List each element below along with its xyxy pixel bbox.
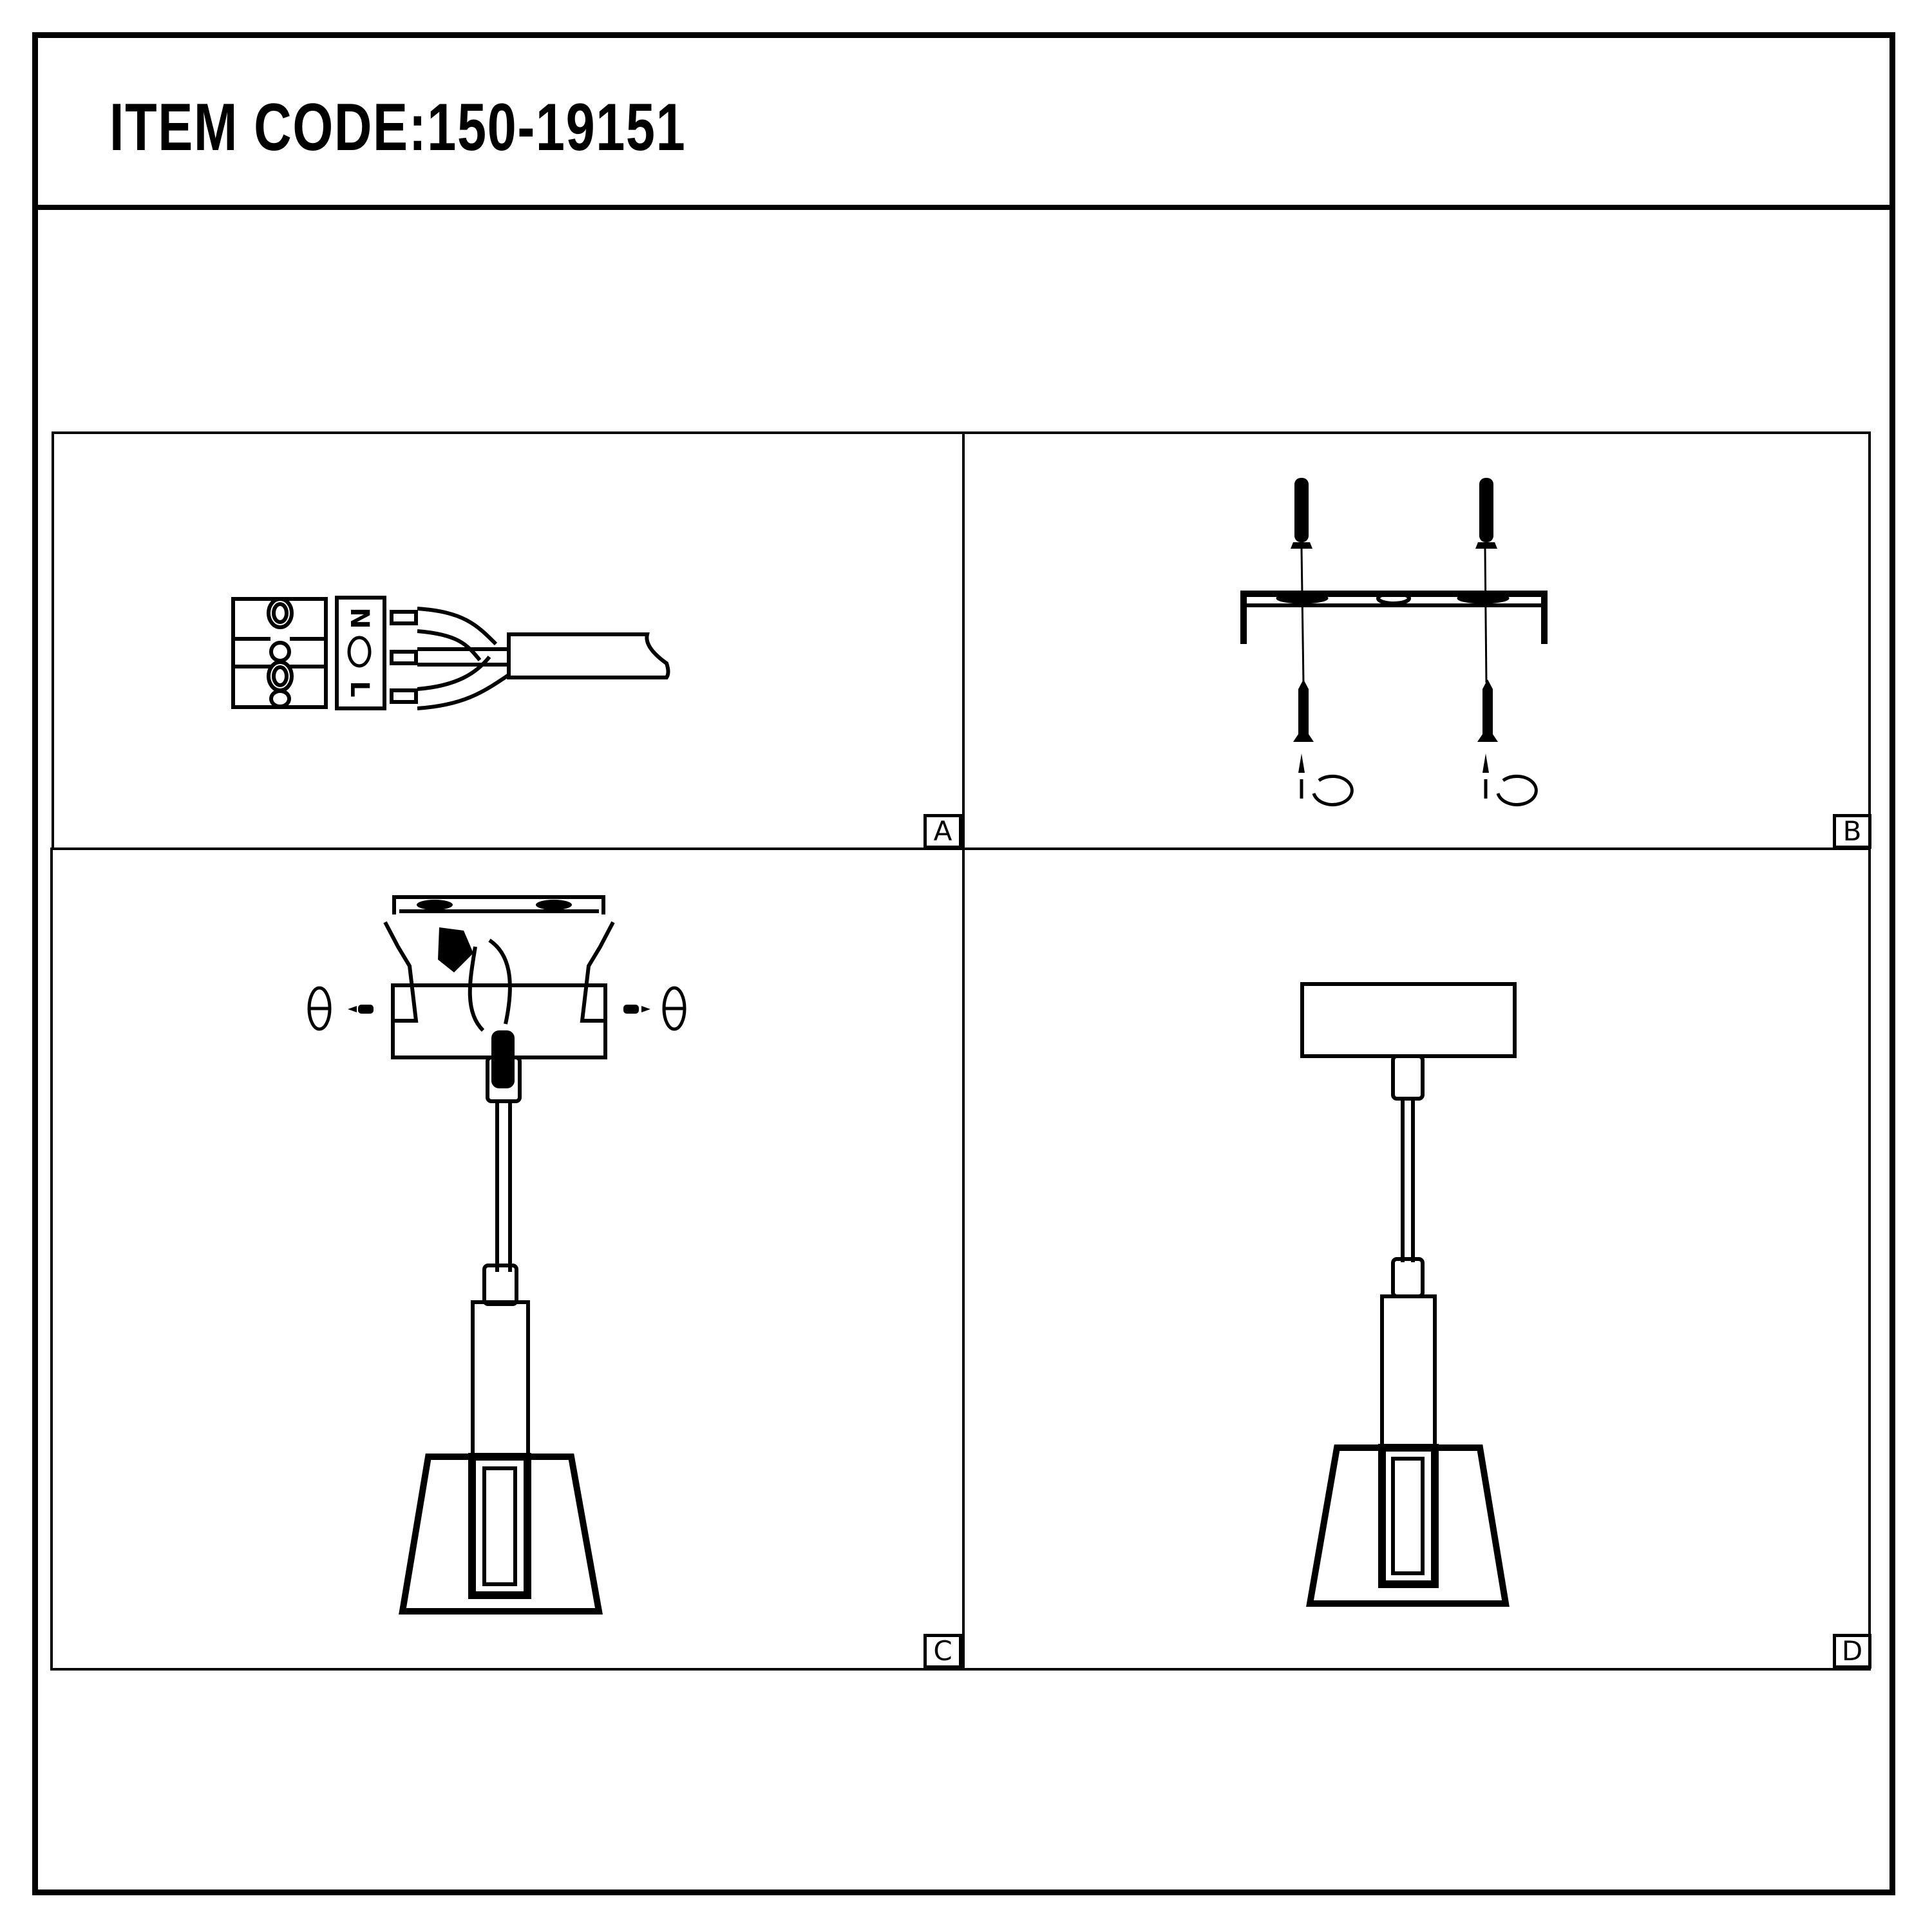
panel-label-d: D [1833, 1634, 1871, 1669]
panel-label-c: C [923, 1634, 962, 1669]
outer-frame [32, 32, 1895, 1895]
panel-d [962, 848, 1871, 1671]
svg-text:L: L [345, 681, 374, 697]
header-divider [32, 205, 1895, 210]
panel-label-a: A [923, 814, 962, 849]
item-code-title: ITEM CODE:150-19151 [109, 90, 687, 165]
panel-label-b: B [1833, 814, 1871, 849]
svg-text:N: N [345, 607, 374, 629]
